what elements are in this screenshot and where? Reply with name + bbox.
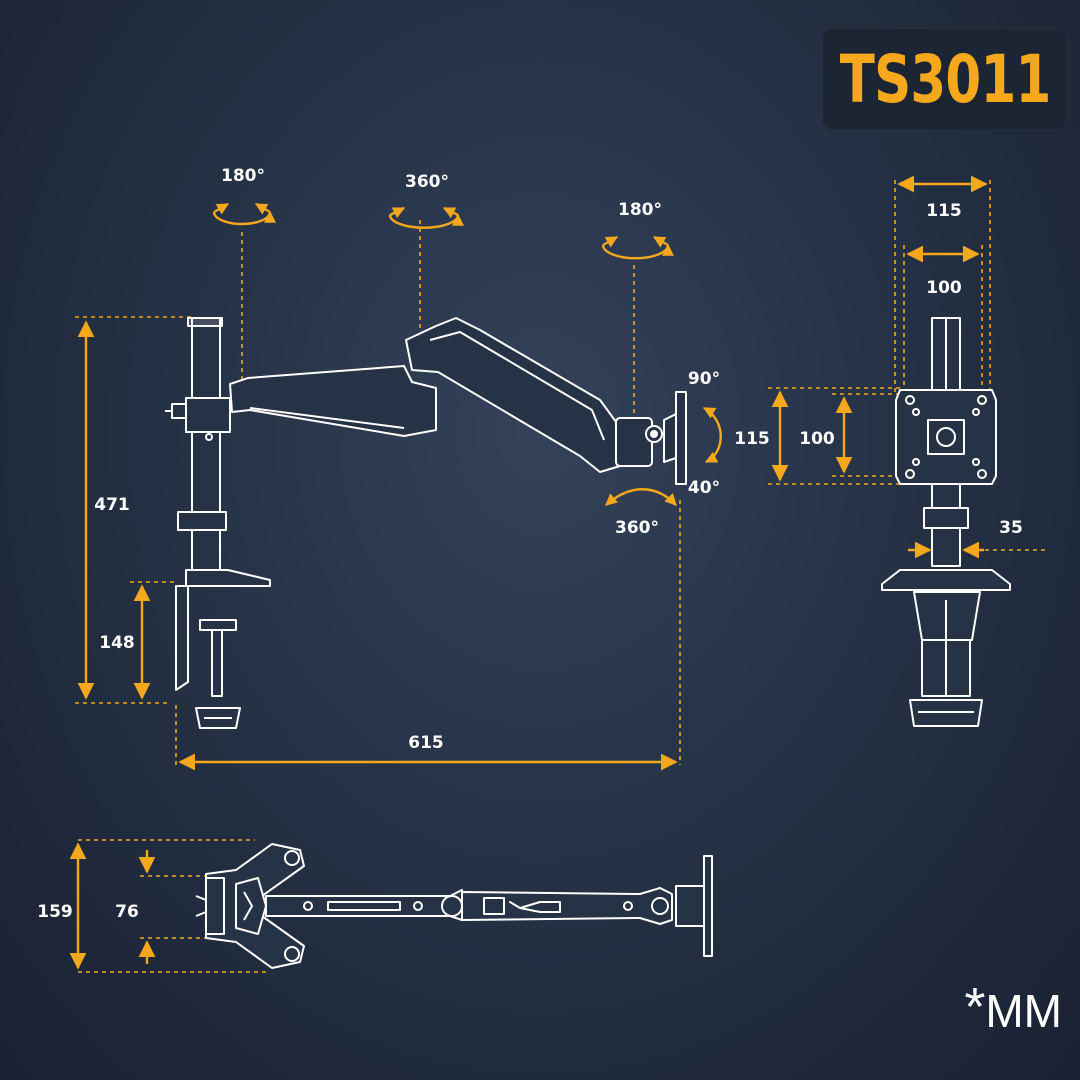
top-view-labels: 159 76 (37, 902, 139, 922)
height-outer-label: 115 (734, 429, 770, 449)
front-view-mount (881, 317, 1011, 727)
rotation-label-2: 360° (405, 172, 449, 192)
rotation-label-1: 180° (221, 166, 265, 186)
rotation-arrow-icon (212, 202, 276, 226)
front-view-dimension-arrows (771, 175, 988, 559)
tilt-up-label: 90° (688, 369, 720, 389)
side-view-guides (75, 220, 681, 765)
base-width-label: 159 (37, 902, 73, 922)
model-title: TS3011 (839, 40, 1052, 118)
base-inner-label: 76 (115, 902, 139, 922)
tilt-down-label: 40° (688, 478, 720, 498)
width-inner-label: 100 (926, 278, 962, 298)
tilt-arrow-icon (702, 406, 722, 464)
side-view-mount (165, 317, 687, 729)
pole-width-label: 35 (999, 518, 1023, 538)
unit-star: * (964, 977, 986, 1037)
height-inner-label: 100 (799, 429, 835, 449)
rotation-arrow-icon (388, 206, 464, 229)
front-view-guides (768, 180, 1045, 551)
height-total-label: 471 (94, 495, 130, 515)
rotation-arrow-icon (601, 235, 674, 260)
width-outer-label: 115 (926, 201, 962, 221)
swivel-arrow-icon (605, 488, 677, 506)
unit-note: *MM (964, 980, 1062, 1042)
reach-label: 615 (408, 733, 444, 753)
swivel-label: 360° (615, 518, 659, 538)
side-view-dimension-arrows (77, 320, 678, 771)
unit-label: MM (985, 985, 1062, 1037)
top-view-dimension-arrows (69, 842, 156, 970)
front-view-labels: 115 100 115 100 35 (734, 201, 1023, 538)
side-view-labels: 180° 360° 180° 471 148 615 90° 40° 360° (94, 166, 720, 753)
rotation-label-3: 180° (618, 200, 662, 220)
clamp-height-label: 148 (99, 633, 135, 653)
top-view-mount (195, 843, 713, 969)
top-view-guides (78, 839, 270, 973)
model-badge: TS3011 (822, 28, 1068, 130)
